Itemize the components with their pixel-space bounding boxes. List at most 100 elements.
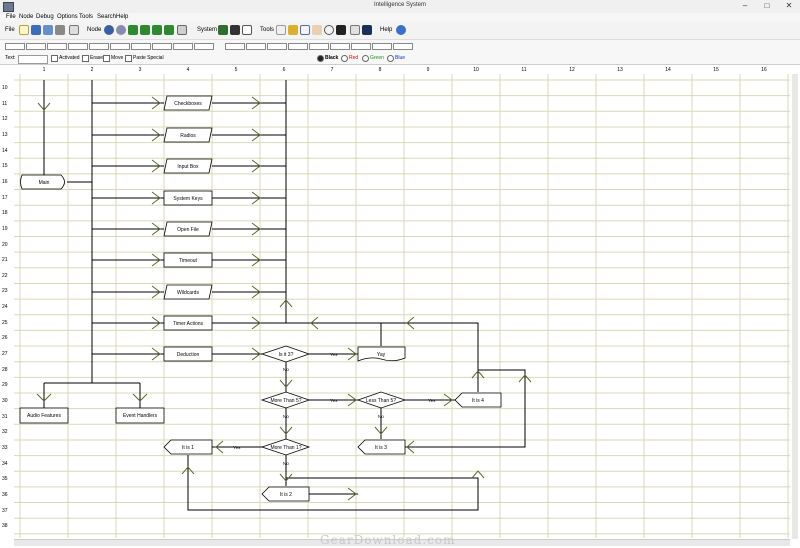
column-number: 3 bbox=[138, 67, 142, 73]
node-it-is-3[interactable]: It is 3 bbox=[357, 439, 406, 455]
console-icon[interactable] bbox=[230, 25, 240, 35]
activated-checkbox[interactable] bbox=[51, 55, 58, 62]
run-icon[interactable] bbox=[218, 25, 228, 35]
node-more-than-1[interactable]: More Than 1? bbox=[260, 438, 311, 456]
shape-line-button[interactable] bbox=[89, 43, 109, 50]
flowchart-canvas[interactable]: Main Checkboxes Radios Input Box System … bbox=[0, 64, 800, 548]
shape-arrow-left-button[interactable] bbox=[47, 43, 67, 50]
node-system-keys[interactable]: System Keys bbox=[163, 190, 213, 206]
new-file-icon[interactable] bbox=[19, 25, 29, 35]
node-it-is-1[interactable]: It is 1 bbox=[163, 439, 213, 455]
blue-radio[interactable] bbox=[387, 55, 394, 62]
green-radio[interactable] bbox=[362, 55, 369, 62]
link-icon[interactable] bbox=[116, 25, 126, 35]
maximize-button[interactable]: □ bbox=[764, 1, 770, 10]
key-icon[interactable] bbox=[288, 25, 298, 35]
red-radio[interactable] bbox=[341, 55, 348, 62]
shape-rounded-button[interactable] bbox=[330, 43, 350, 50]
arrow-head bbox=[471, 370, 485, 379]
node-wildcards[interactable]: Wildcards bbox=[163, 284, 213, 300]
text-input[interactable] bbox=[18, 55, 48, 64]
column-number: 4 bbox=[186, 67, 190, 73]
move-icon[interactable] bbox=[104, 25, 114, 35]
node-more-than-5[interactable]: More Than 5? bbox=[260, 391, 311, 409]
node-it-is-4[interactable]: It is 4 bbox=[454, 392, 502, 408]
node-checkboxes[interactable]: Checkboxes bbox=[163, 95, 213, 111]
shape-wave-button[interactable] bbox=[372, 43, 392, 50]
node-it-is-2[interactable]: It is 2 bbox=[261, 486, 310, 502]
node-yay[interactable]: Yay bbox=[357, 346, 406, 362]
node-yay-label: Yay bbox=[377, 352, 386, 358]
arrow-head bbox=[181, 466, 195, 475]
close-button[interactable]: ✕ bbox=[785, 1, 793, 10]
menu-help[interactable]: Help bbox=[116, 14, 129, 20]
shape-arrow-down-button[interactable] bbox=[26, 43, 46, 50]
display-shape bbox=[261, 486, 310, 502]
node-is-it-3[interactable]: Is it 3? bbox=[260, 345, 311, 363]
shape-corner-2-button[interactable] bbox=[131, 43, 151, 50]
shape-corner-3-button[interactable] bbox=[152, 43, 172, 50]
shape-tee-button[interactable] bbox=[194, 43, 214, 50]
node-radios[interactable]: Radios bbox=[163, 127, 213, 143]
save-as-icon[interactable] bbox=[43, 25, 53, 35]
node-open-file[interactable]: Open File bbox=[163, 221, 213, 237]
help-icon[interactable] bbox=[396, 25, 406, 35]
move-checkbox[interactable] bbox=[103, 55, 110, 62]
menu-options[interactable]: Options bbox=[57, 14, 78, 20]
menu-file[interactable]: File bbox=[6, 14, 16, 20]
shape-diamond-button[interactable] bbox=[309, 43, 329, 50]
braces-icon[interactable] bbox=[300, 25, 310, 35]
horizontal-scrollbar[interactable] bbox=[14, 539, 790, 546]
node-input-box-label: Input Box bbox=[177, 164, 199, 170]
node-deduction[interactable]: Deduction bbox=[163, 346, 213, 362]
paste-special-checkbox[interactable] bbox=[125, 55, 132, 62]
node-less-than-5[interactable]: Less Than 5? bbox=[356, 391, 407, 409]
export-icon[interactable] bbox=[69, 25, 79, 35]
info-icon[interactable] bbox=[362, 25, 372, 35]
arrow-left-icon[interactable] bbox=[152, 25, 162, 35]
arrow-head bbox=[151, 253, 161, 267]
minimize-button[interactable]: – bbox=[742, 1, 748, 10]
shape-step-button[interactable] bbox=[225, 43, 245, 50]
shape-corner-1-button[interactable] bbox=[110, 43, 130, 50]
shape-arrow-up-button[interactable] bbox=[5, 43, 25, 50]
list-icon[interactable] bbox=[350, 25, 360, 35]
arrow-down-icon[interactable] bbox=[140, 25, 150, 35]
row-number: 23 bbox=[2, 288, 8, 295]
scroll-icon[interactable] bbox=[312, 25, 322, 35]
save-icon[interactable] bbox=[31, 25, 41, 35]
vertical-scrollbar[interactable] bbox=[792, 74, 798, 539]
menu-debug[interactable]: Debug bbox=[36, 14, 54, 20]
diamond-shape bbox=[260, 438, 311, 456]
node-event-handlers[interactable]: Event Handlers bbox=[115, 407, 165, 424]
arrow-right-icon[interactable] bbox=[164, 25, 174, 35]
menu-tools[interactable]: Tools bbox=[79, 14, 94, 20]
checkbox-tool-icon[interactable] bbox=[336, 25, 346, 35]
shape-corner-4-button[interactable] bbox=[173, 43, 193, 50]
menu-search[interactable]: Search bbox=[97, 14, 117, 20]
shape-step-3-button[interactable] bbox=[267, 43, 287, 50]
erase-checkbox[interactable] bbox=[82, 55, 89, 62]
windows-icon[interactable] bbox=[242, 25, 252, 35]
edge-it1-loop bbox=[187, 455, 479, 511]
node-timer-actions[interactable]: Timer Actions bbox=[163, 315, 213, 331]
shape-arrow-right-button[interactable] bbox=[68, 43, 88, 50]
arrow-head bbox=[251, 128, 261, 142]
node-main[interactable]: Main bbox=[20, 174, 65, 190]
node-timeout[interactable]: Timeout bbox=[163, 252, 213, 268]
arrow-head bbox=[251, 316, 261, 330]
print-icon[interactable] bbox=[55, 25, 65, 35]
arrow-head bbox=[347, 487, 357, 501]
menu-node[interactable]: Node bbox=[19, 14, 34, 20]
shape-pentagon-button[interactable] bbox=[393, 43, 413, 50]
node-input-box[interactable]: Input Box bbox=[163, 158, 213, 174]
arrow-up-icon[interactable] bbox=[128, 25, 138, 35]
zoom-icon[interactable] bbox=[177, 25, 187, 35]
shape-parallelogram-button[interactable] bbox=[351, 43, 371, 50]
circle-icon[interactable] bbox=[324, 25, 334, 35]
tool-pointer-icon[interactable] bbox=[276, 25, 286, 35]
shape-rect-button[interactable] bbox=[288, 43, 308, 50]
shape-step-2-button[interactable] bbox=[246, 43, 266, 50]
node-audio-features[interactable]: Audio Features bbox=[19, 407, 69, 424]
black-radio[interactable] bbox=[317, 55, 324, 62]
